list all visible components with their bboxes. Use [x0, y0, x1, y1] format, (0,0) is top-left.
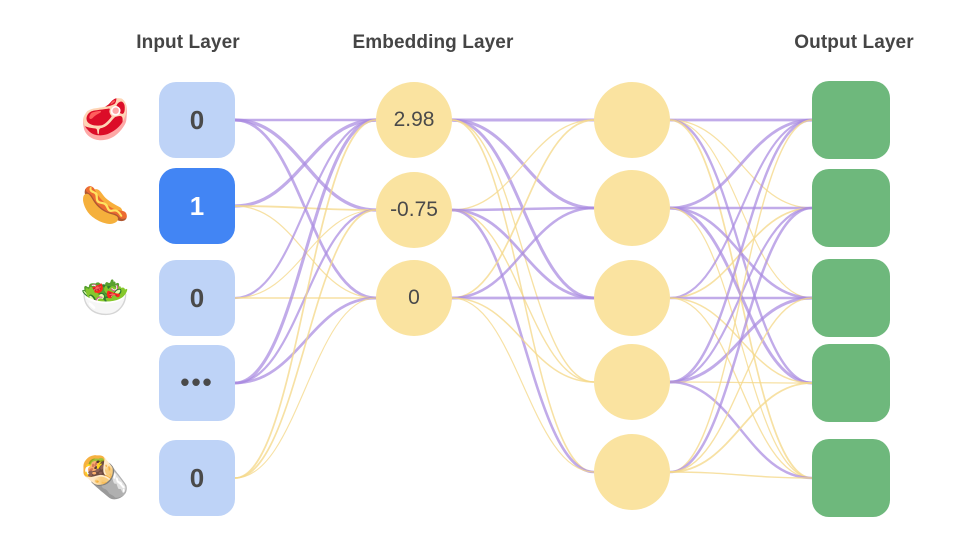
embedding-node-3[interactable]: 0: [376, 260, 452, 336]
edge-hidden-output-5-3: [669, 297, 813, 473]
edge-embedding-hidden-3-5: [451, 297, 595, 473]
edge-embedding-hidden-1-2: [450, 118, 596, 210]
input-node-value: 1: [189, 190, 205, 221]
layer-title-input-layer: Input Layer: [136, 32, 240, 53]
input-node-2[interactable]: 1: [159, 168, 235, 244]
embedding-node-2[interactable]: -0.75: [376, 172, 452, 248]
edge-embedding-hidden-1-4: [451, 119, 595, 383]
edge-hidden-output-5-1: [669, 119, 813, 473]
output-node-2[interactable]: [812, 169, 890, 247]
output-node-5[interactable]: [812, 439, 890, 517]
meat-dish-icon: 🥩: [80, 98, 130, 142]
input-node-value: •••: [180, 367, 214, 398]
edge-embedding-hidden-3-2: [450, 206, 596, 300]
edge-embedding-hidden-2-4: [451, 209, 595, 383]
burrito-icon: 🌯: [80, 456, 130, 500]
layer-title-embedding-layer: Embedding Layer: [352, 32, 514, 53]
embedding-node-1[interactable]: 2.98: [376, 82, 452, 158]
edge-embedding-hidden-3-4: [451, 297, 595, 383]
hidden-node-4[interactable]: [594, 344, 670, 420]
embedding-node-value: -0.75: [390, 198, 438, 221]
embedding-node-value: 0: [408, 286, 420, 309]
edge-hidden-output-5-4: [669, 382, 813, 473]
edge-hidden-output-4-1: [668, 118, 814, 384]
edge-input-embedding-5-3: [234, 297, 377, 479]
edge-hidden-output-5-5: [669, 471, 813, 479]
hidden-node-1[interactable]: [594, 82, 670, 158]
input-node-value: 0: [189, 282, 205, 313]
output-node-1[interactable]: [812, 81, 890, 159]
hidden-node-5[interactable]: [594, 434, 670, 510]
input-node-3[interactable]: 0: [159, 260, 235, 336]
edge-embedding-hidden-2-1: [451, 119, 595, 211]
input-node-value: 0: [189, 104, 205, 135]
edge-input-embedding-2-1: [233, 118, 378, 208]
edge-hidden-output-4-4: [669, 381, 813, 384]
hidden-node-3[interactable]: [594, 260, 670, 336]
edge-input-embedding-3-1: [233, 118, 378, 300]
edge-input-embedding-4-1: [233, 118, 378, 385]
edge-hidden-output-4-5: [668, 380, 814, 480]
edge-hidden-output-5-2: [668, 206, 814, 474]
hidden-node-2[interactable]: [594, 170, 670, 246]
edge-hidden-output-3-5: [669, 297, 813, 479]
layer-title-output-layer: Output Layer: [794, 32, 914, 53]
edge-hidden-output-3-1: [668, 118, 814, 300]
input-node-4[interactable]: •••: [159, 345, 235, 421]
embedding-node-value: 2.98: [393, 108, 435, 131]
output-node-4[interactable]: [812, 344, 890, 422]
input-node-1[interactable]: 0: [159, 82, 235, 158]
hot-dog-icon: 🌭: [80, 184, 130, 228]
edge-embedding-hidden-3-1: [451, 119, 595, 299]
edge-input-embedding-5-1: [234, 119, 377, 479]
salad-bowl-icon: 🥗: [80, 276, 130, 320]
edge-hidden-output-2-1: [668, 118, 814, 210]
edge-input-embedding-4-3: [233, 296, 378, 385]
output-node-3[interactable]: [812, 259, 890, 337]
input-node-5[interactable]: 0: [159, 440, 235, 516]
edge-input-embedding-5-2: [234, 209, 377, 479]
input-node-value: 0: [189, 462, 205, 493]
